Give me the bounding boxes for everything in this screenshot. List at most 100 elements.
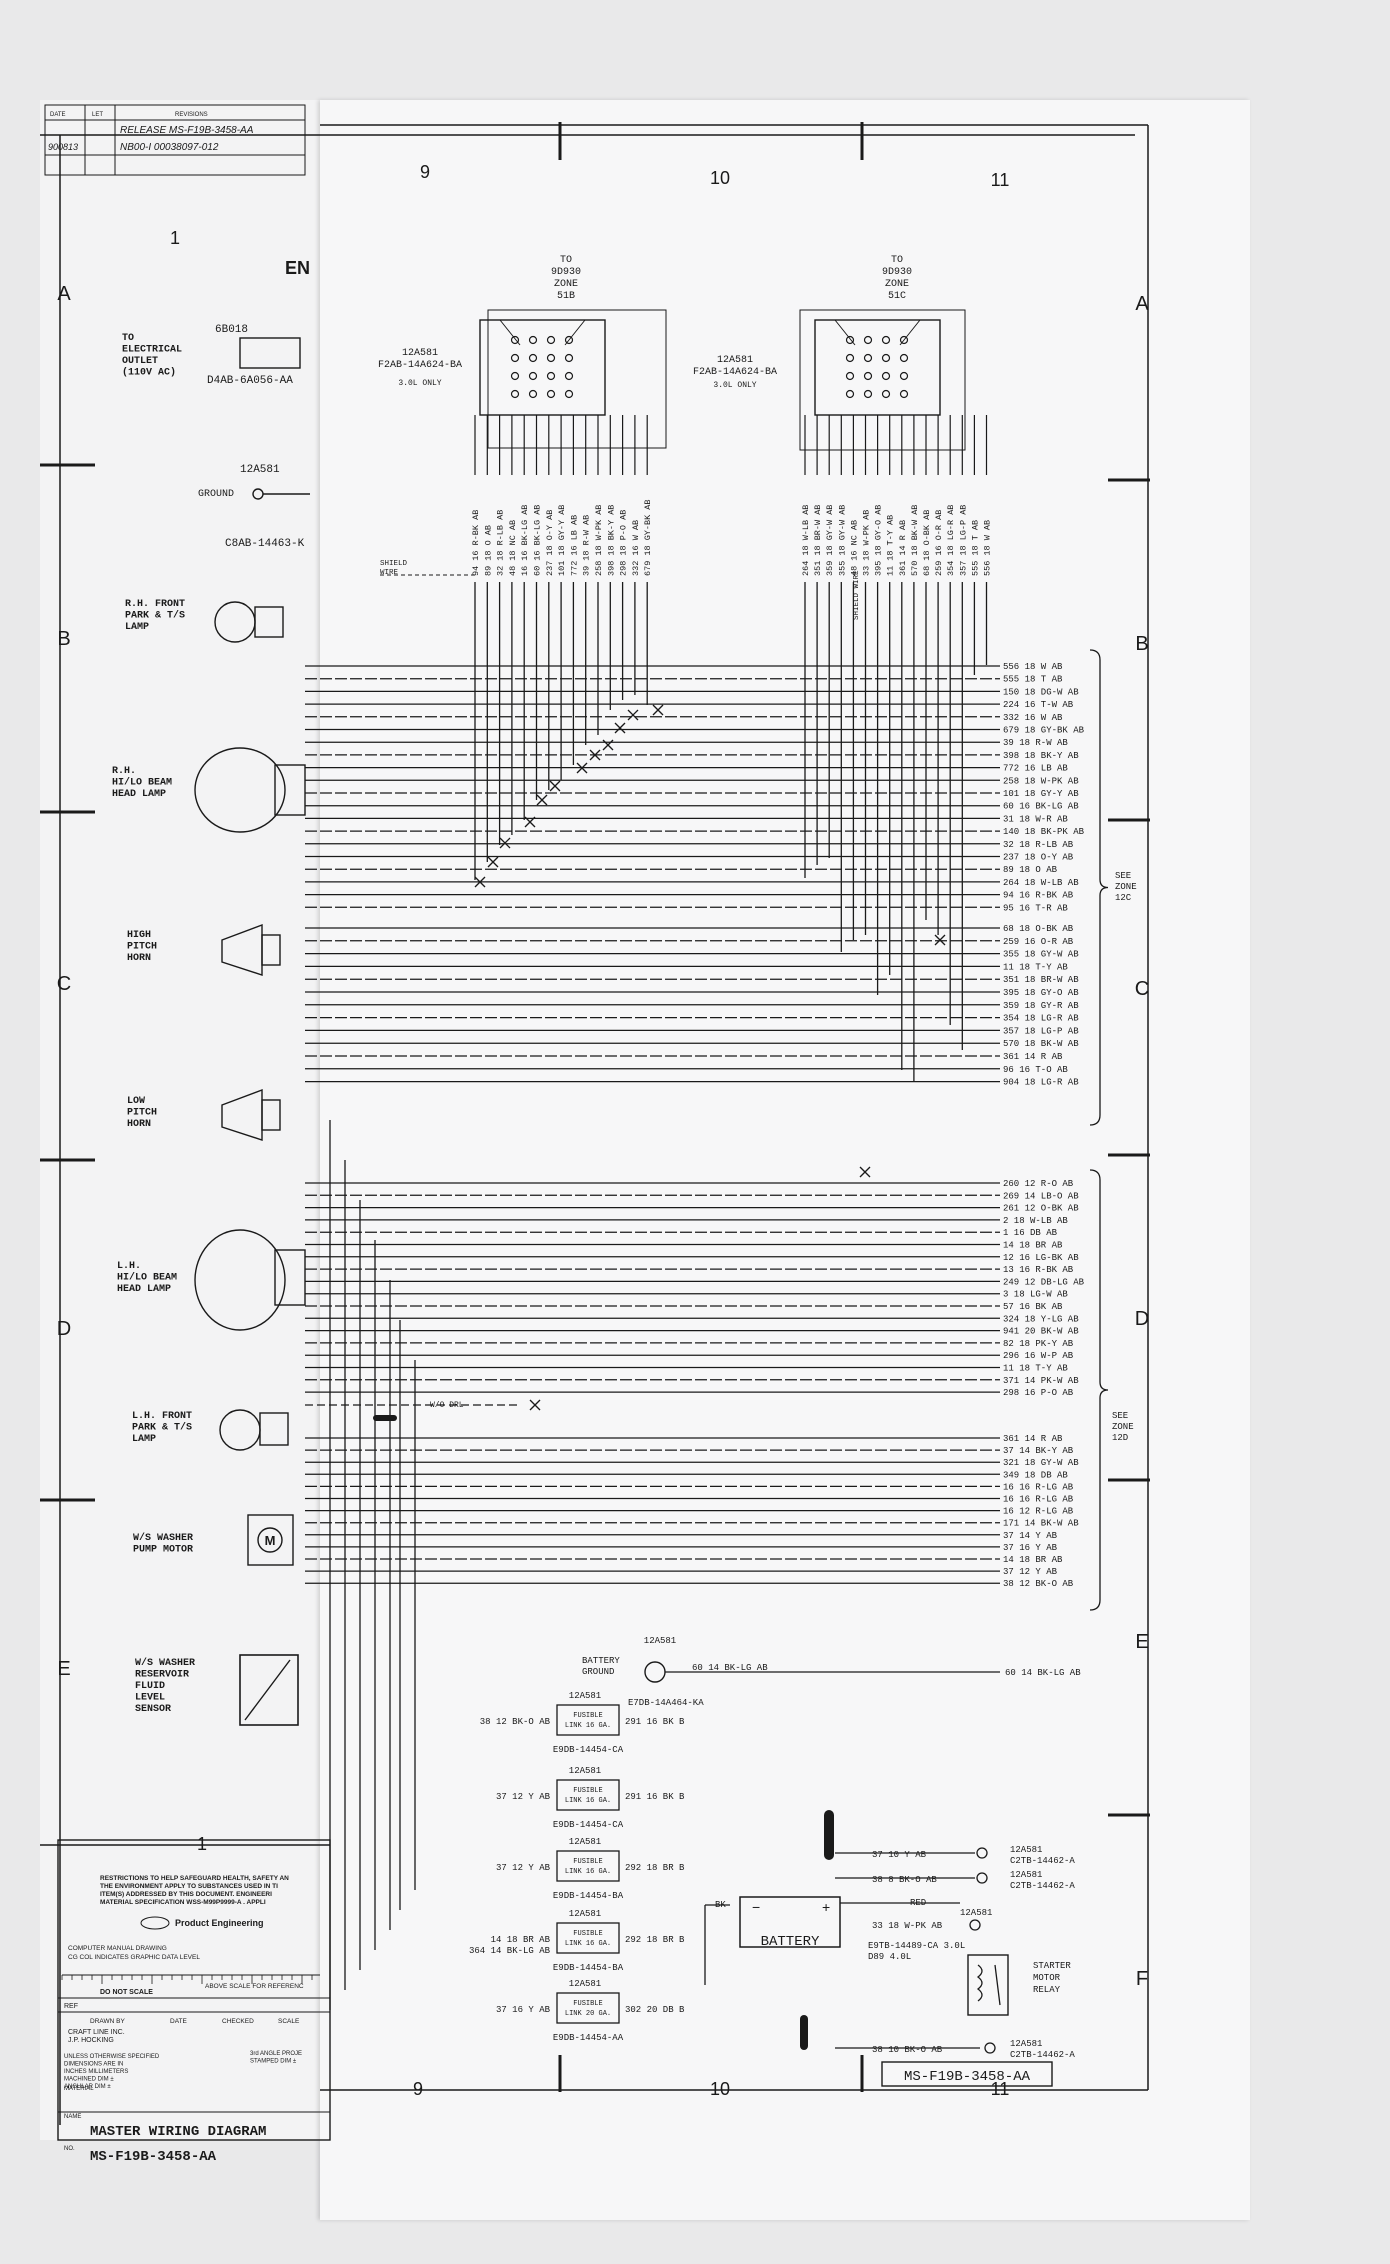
group2-wire-label: 354 18 LG-R AB	[1003, 1014, 1079, 1024]
conn-51b-bevel	[564, 319, 586, 346]
conn-51b-wire-label: 332 16 W AB	[631, 520, 641, 576]
splice-mark	[536, 794, 548, 806]
group4-wire-label: 37 14 BK-Y AB	[1003, 1446, 1074, 1456]
title-col-0: DRAWN BY	[90, 2018, 125, 2025]
group3-wire-label: 371 14 PK-W AB	[1003, 1376, 1079, 1386]
group2-wire-label: 11 18 T-Y AB	[1003, 962, 1068, 972]
conn-51b-pin	[528, 389, 538, 399]
group1-wire-label: 258 18 W-PK AB	[1003, 776, 1079, 786]
group4-wire-label: 349 18 DB AB	[1003, 1470, 1068, 1480]
battery-ground-number: E7DB-14A464-KA	[628, 1698, 704, 1708]
group4-wire-label: 16 12 R-LG AB	[1003, 1507, 1074, 1517]
lamp-socket	[254, 606, 284, 638]
revision-header-date: DATE	[50, 112, 66, 118]
splice-mark	[499, 837, 511, 849]
conn-51b-pin	[528, 371, 538, 381]
conn-51c-pin	[881, 335, 891, 345]
terminal-3-part: 12A581	[960, 1908, 992, 1918]
conn-51c-wire-label: 359 18 GY-W AB	[825, 505, 835, 576]
battery-box	[739, 1896, 841, 1948]
zone-letter-right-D: D	[1135, 1308, 1149, 1330]
brand-logo-icon	[140, 1916, 170, 1930]
group4-wire-label: 16 16 R-LG AB	[1003, 1495, 1074, 1505]
ground-part: 12A581	[240, 464, 280, 476]
horn-terminal	[261, 1099, 281, 1131]
conn-51c-pin	[899, 389, 909, 399]
conn-51b-frame	[487, 309, 667, 449]
conn-51b-wire-label: 237 18 O-Y AB	[545, 510, 555, 576]
conn-51b-wire-label: 16 16 BK-LG AB	[520, 505, 530, 576]
group3-wire-label: 1 16 DB AB	[1003, 1228, 1058, 1238]
battery-ground-wire-label-right: 60 14 BK-LG AB	[1005, 1668, 1081, 1678]
headlamp-socket	[274, 1249, 306, 1306]
group4-wire-label: 37 14 Y AB	[1003, 1531, 1058, 1541]
zone-letter-right-C: C	[1135, 978, 1149, 1000]
conn-51c-wire-label: 264 18 W-LB AB	[801, 505, 811, 576]
wire-37-10: 37 10 Y AB	[872, 1850, 927, 1860]
drawing-title: MASTER WIRING DIAGRAM	[90, 2124, 266, 2140]
group1-wire-label: 94 16 R-BK AB	[1003, 891, 1074, 901]
zone-letter-left-E: E	[57, 1658, 70, 1680]
group3-wire-label: 57 16 BK AB	[1003, 1302, 1063, 1312]
group4-wire-label: 14 18 BR AB	[1003, 1555, 1063, 1565]
fusible-part: 12A581	[569, 1766, 601, 1776]
group3-wire-label: 298 16 P-O AB	[1003, 1388, 1074, 1398]
conn-51b-pin	[564, 353, 574, 363]
group4-wire-label: 16 16 R-LG AB	[1003, 1482, 1074, 1492]
conn-51c-wire-label: 361 14 R AB	[898, 520, 908, 576]
zone-letter-left-D: D	[57, 1318, 71, 1340]
conn-51c-pin	[863, 371, 873, 381]
battery-ground-wire-label: 60 14 BK-LG AB	[692, 1663, 768, 1673]
group1-wire-label: 31 18 W-R AB	[1003, 814, 1068, 824]
conn-51c-wire-label: 570 18 BK-W AB	[910, 505, 920, 576]
group1-wire-label: 60 16 BK-LG AB	[1003, 802, 1079, 812]
fusible-link-box	[556, 1779, 620, 1811]
conn-51c-pin	[881, 371, 891, 381]
conn-51c-pin	[845, 353, 855, 363]
conn-51b-pin	[546, 353, 556, 363]
outlet-part: 6B018	[215, 324, 248, 336]
group1-wire-label: 556 18 W AB	[1003, 662, 1063, 672]
group2-wire-label: 395 18 GY-O AB	[1003, 988, 1079, 998]
zone-letter-right-B: B	[1135, 633, 1148, 655]
group1-wire-label: 224 16 T-W AB	[1003, 700, 1074, 710]
group2-wire-label: 361 14 R AB	[1003, 1052, 1063, 1062]
group3-wire-label: 13 16 R-BK AB	[1003, 1265, 1074, 1275]
relay-contact	[994, 1964, 1001, 2006]
col-number-11-bottom: 11	[991, 2079, 1010, 2099]
col-number-9: 9	[420, 162, 430, 182]
fusible-number: E9DB-14454-CA	[553, 1820, 624, 1830]
conn-51b-pin	[564, 371, 574, 381]
col-number-9-bottom: 9	[413, 2079, 423, 2099]
group3-wire-label: 324 18 Y-LG AB	[1003, 1314, 1079, 1324]
group4-wire-label: 321 18 GY-W AB	[1003, 1458, 1079, 1468]
splice-mark	[487, 856, 499, 868]
zone-letter-right-E: E	[1135, 1631, 1148, 1653]
conn-51c-wire-label: 395 18 GY-O AB	[874, 505, 884, 576]
terminal-eyelet-icon	[976, 1847, 988, 1859]
group1-wire-label: 237 18 O-Y AB	[1003, 853, 1074, 863]
conn-51c-pin	[899, 353, 909, 363]
wire-38-10: 38 10 BK-O AB	[872, 2045, 943, 2055]
conn-51b-wire-label: 48 18 NC AB	[508, 520, 518, 576]
fusible-output-label: 302 20 DB B	[625, 2005, 685, 2015]
ground-number: C8AB-14463-K	[225, 538, 305, 550]
group3-wire-label: 941 20 BK-W AB	[1003, 1327, 1079, 1337]
splice-mark	[859, 1166, 871, 1178]
battery-negative-icon: −	[752, 1899, 760, 1915]
group3-wire-label: 260 12 R-O AB	[1003, 1179, 1074, 1189]
zone-letter-left-C: C	[57, 973, 71, 995]
conn-51c-wire-label: 357 18 LG-P AB	[958, 505, 968, 576]
